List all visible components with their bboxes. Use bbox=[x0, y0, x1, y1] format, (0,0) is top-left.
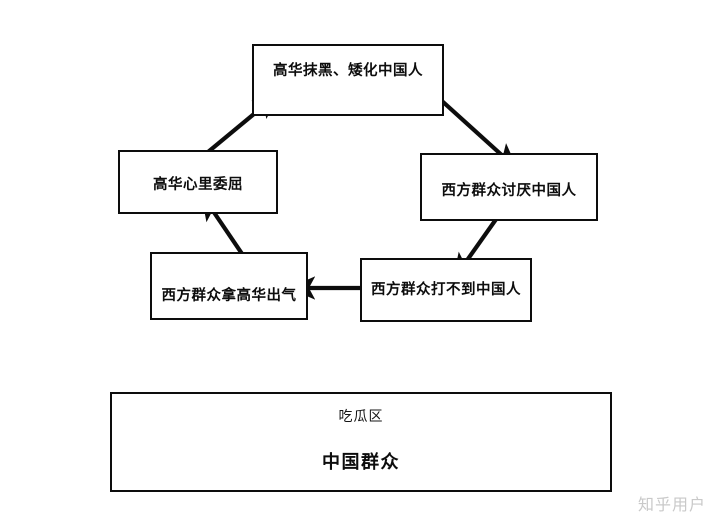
node-label: 西方群众拿高华出气 bbox=[161, 287, 297, 304]
audience-caption: 吃瓜区 bbox=[338, 409, 384, 425]
node-westerners-cannot-reach-chinese[interactable]: 西方群众打不到中国人 bbox=[360, 258, 532, 322]
node-gaohua-feels-wronged[interactable]: 高华心里委屈 bbox=[118, 150, 278, 214]
audience-panel[interactable]: 吃瓜区 中国群众 bbox=[110, 392, 612, 492]
node-westerners-vent-on-gaohua[interactable]: 西方群众拿高华出气 bbox=[150, 252, 308, 320]
node-label: 高华心里委屈 bbox=[153, 176, 243, 193]
node-label: 西方群众讨厌中国人 bbox=[441, 182, 577, 199]
audience-title: 中国群众 bbox=[322, 452, 400, 473]
node-label: 西方群众打不到中国人 bbox=[371, 281, 521, 298]
watermark-text: 知乎用户 bbox=[637, 495, 706, 514]
node-gaohua-smears-chinese[interactable]: 高华抹黑、矮化中国人 bbox=[252, 44, 444, 116]
node-label: 高华抹黑、矮化中国人 bbox=[273, 62, 423, 79]
node-westerners-dislike-chinese[interactable]: 西方群众讨厌中国人 bbox=[420, 153, 598, 221]
